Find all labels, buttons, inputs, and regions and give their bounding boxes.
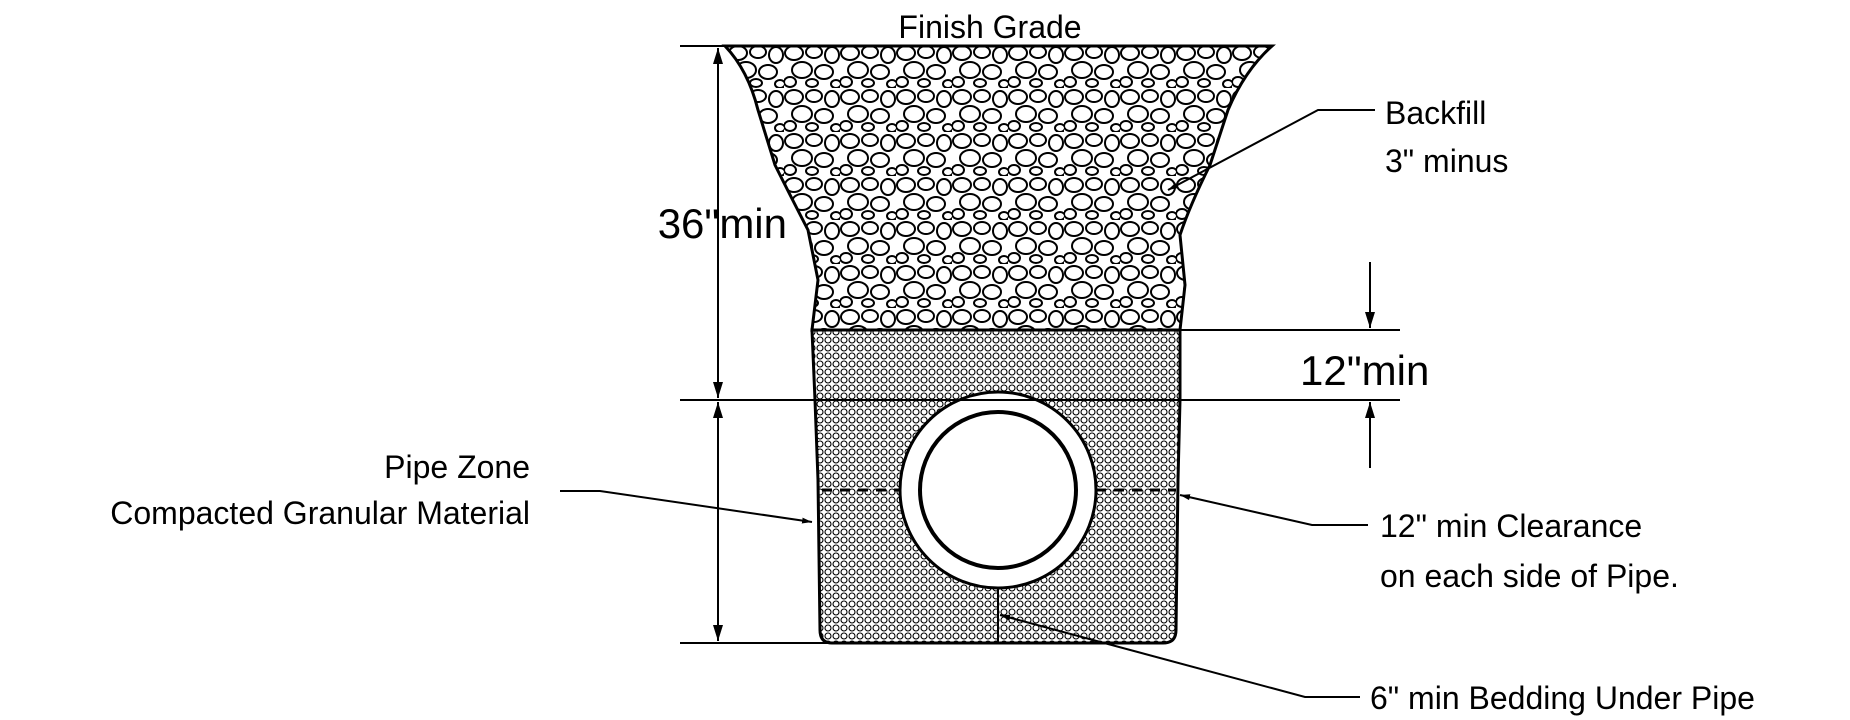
clearance-label: 12" min Clearance: [1380, 508, 1642, 544]
cover-12-min-label: 12"min: [1300, 347, 1429, 394]
backfill-leader: [1167, 109, 1375, 191]
pipe: [898, 390, 1098, 590]
bedding-leader: [999, 614, 1360, 698]
backfill-label: Backfill: [1385, 95, 1486, 131]
backfill-zone: [721, 44, 1276, 332]
clearance-leader: [1179, 494, 1368, 526]
clearance-detail-label: on each side of Pipe.: [1380, 558, 1679, 594]
backfill-spec-label: 3" minus: [1385, 143, 1508, 179]
bedding-label: 6" min Bedding Under Pipe: [1370, 680, 1755, 716]
finish-grade-label: Finish Grade: [898, 9, 1081, 45]
pipe-zone-label: Pipe Zone: [384, 449, 530, 485]
pipe-zone-leader: [560, 490, 813, 524]
pipe-zone-material-label: Compacted Granular Material: [110, 495, 530, 531]
depth-36-min-label: 36"min: [658, 200, 787, 247]
